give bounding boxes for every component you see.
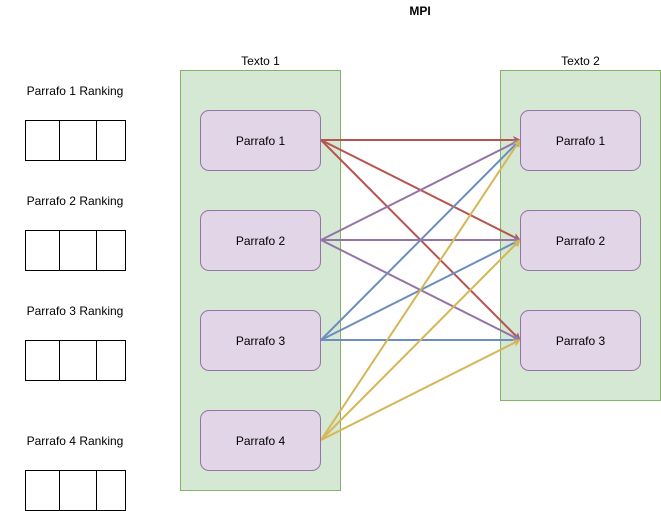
text1-label: Texto 1 <box>241 54 280 68</box>
ranking-label-4: Parrafo 4 Ranking <box>26 434 124 448</box>
ranking-label-3: Parrafo 3 Ranking <box>26 304 124 318</box>
arrow-t1p4-to-t2p1 <box>320 139 521 441</box>
text2-paragraph-2[interactable]: Parrafo 2 <box>520 210 641 271</box>
text1-paragraph-1[interactable]: Parrafo 1 <box>200 110 321 171</box>
text1-paragraph-2[interactable]: Parrafo 2 <box>200 210 321 271</box>
ranking-cell-divider <box>59 471 60 510</box>
ranking-cell-divider <box>96 471 97 510</box>
ranking-cell-divider <box>59 121 60 160</box>
ranking-cell-divider <box>59 341 60 380</box>
ranking-box-1 <box>25 120 126 161</box>
text2-label: Texto 2 <box>561 54 600 68</box>
ranking-box-2 <box>25 230 126 271</box>
text2-paragraph-3[interactable]: Parrafo 3 <box>520 310 641 371</box>
diagram-title: MPI <box>409 4 431 18</box>
ranking-cell-divider <box>96 341 97 380</box>
text1-paragraph-3[interactable]: Parrafo 3 <box>200 310 321 371</box>
arrow-t1p3-to-t2p1 <box>320 139 521 341</box>
ranking-cell-divider <box>59 231 60 270</box>
text1-paragraph-4[interactable]: Parrafo 4 <box>200 410 321 471</box>
text2-paragraph-1[interactable]: Parrafo 1 <box>520 110 641 171</box>
arrow-t1p4-to-t2p3 <box>320 339 521 441</box>
ranking-label-1: Parrafo 1 Ranking <box>26 84 124 98</box>
ranking-box-3 <box>25 340 126 381</box>
ranking-cell-divider <box>96 231 97 270</box>
arrow-t1p4-to-t2p2 <box>320 239 521 441</box>
arrow-t1p2-to-t2p1 <box>320 139 521 241</box>
ranking-label-2: Parrafo 2 Ranking <box>26 194 124 208</box>
ranking-box-4 <box>25 470 126 511</box>
ranking-cell-divider <box>96 121 97 160</box>
